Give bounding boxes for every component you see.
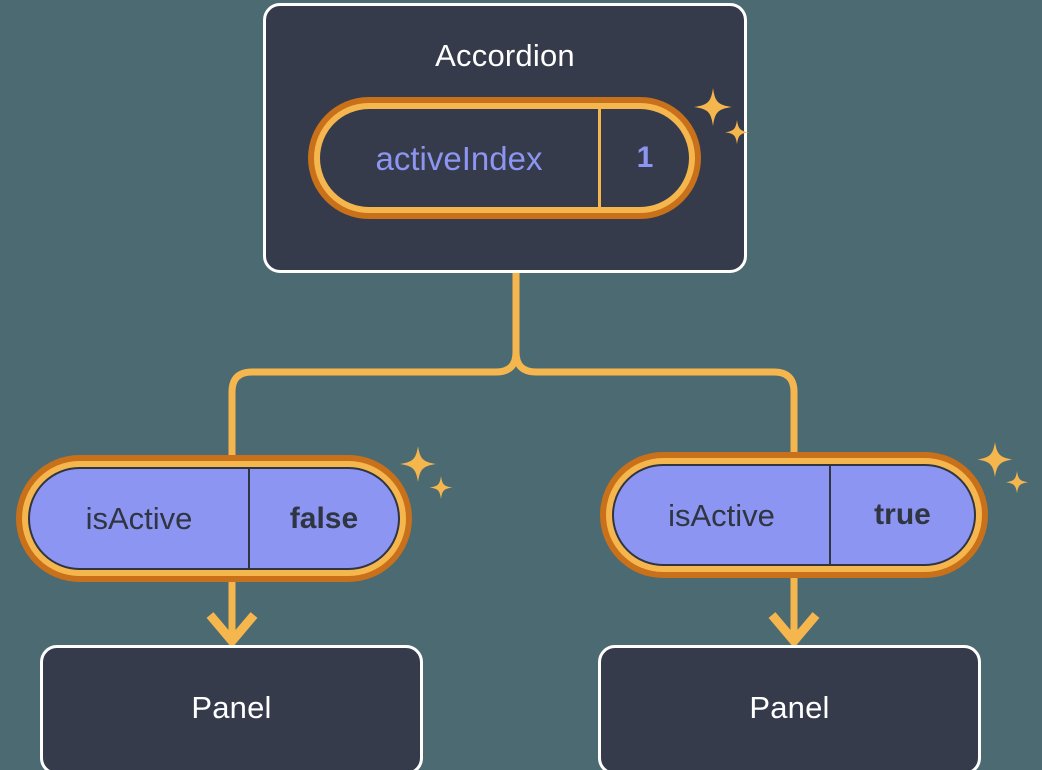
pill-ring-inner: isActive true	[606, 458, 982, 572]
prop-pill-isactive-false[interactable]: isActive false	[16, 455, 412, 582]
state-pill-activeindex[interactable]: activeIndex 1	[308, 97, 701, 219]
prop-value-label: false	[289, 501, 359, 535]
component-node-panel-right[interactable]: Panel	[598, 645, 981, 770]
pill-body: isActive true	[612, 464, 976, 566]
state-value-label: 1	[636, 141, 654, 174]
prop-key-label: isActive	[614, 466, 831, 564]
pill-ring-inner: activeIndex 1	[314, 103, 695, 213]
pill-ring-inner: isActive false	[22, 461, 406, 576]
component-title: Panel	[749, 689, 830, 725]
component-title: Accordion	[435, 38, 575, 73]
pill-body: isActive false	[28, 467, 400, 570]
prop-value-label: true	[874, 498, 931, 531]
pill-body: activeIndex 1	[320, 109, 689, 207]
prop-key-label: isActive	[30, 469, 250, 568]
component-node-panel-left[interactable]: Panel	[40, 645, 423, 770]
component-title: Panel	[191, 689, 272, 725]
state-key-label: activeIndex	[320, 109, 601, 207]
prop-pill-isactive-true[interactable]: isActive true	[600, 452, 988, 578]
